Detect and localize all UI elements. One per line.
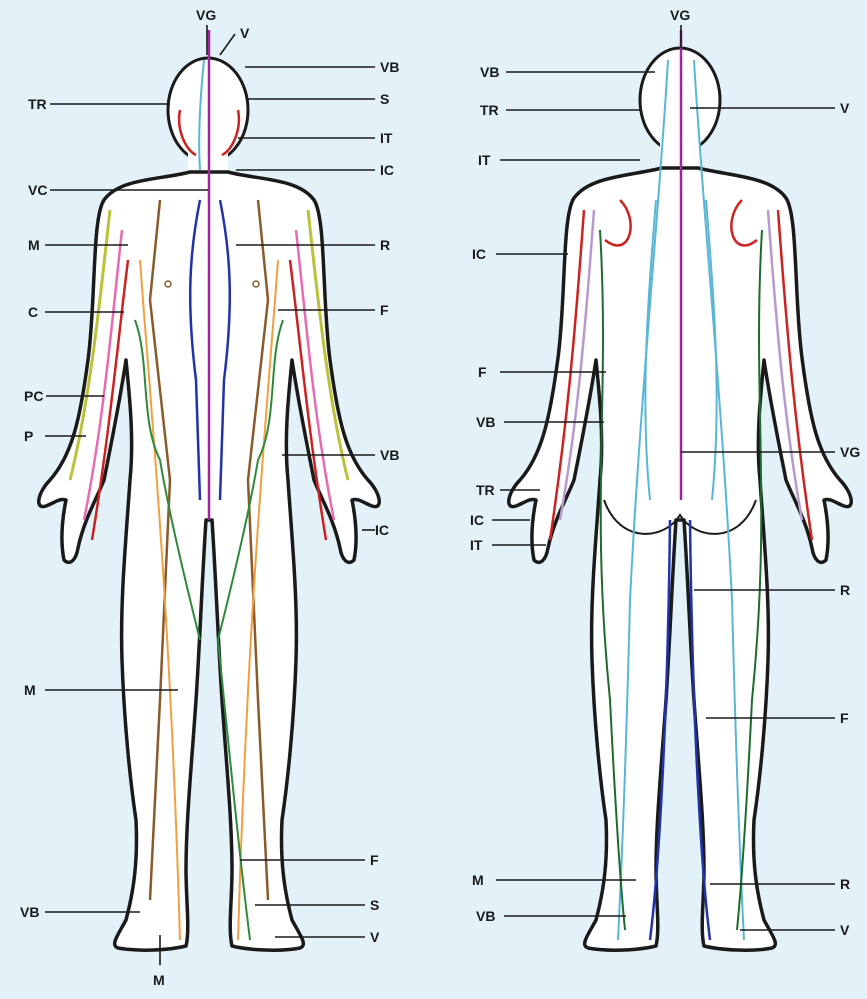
label-front-vg: VG: [196, 7, 216, 23]
label-back-v: V: [840, 100, 850, 116]
label-front-vb-3: VB: [20, 904, 39, 920]
label-front-ic: IC: [380, 162, 394, 178]
label-back-it: IT: [478, 152, 491, 168]
label-back-ic: IC: [472, 246, 486, 262]
label-front-r: R: [380, 237, 390, 253]
label-front-m-2: M: [24, 682, 36, 698]
label-front-m: M: [28, 237, 40, 253]
label-back-tr-2: TR: [476, 482, 495, 498]
label-back-r: R: [840, 582, 850, 598]
label-back-ic-2: IC: [470, 512, 484, 528]
label-front-v: V: [240, 25, 250, 41]
label-back-vg-2: VG: [840, 444, 860, 460]
label-back-f: F: [478, 364, 487, 380]
leader-front-v: [220, 34, 235, 55]
label-front-vb-2: VB: [380, 447, 399, 463]
label-back-f-2: F: [840, 710, 849, 726]
label-front-p: P: [24, 428, 33, 444]
label-back-m: M: [472, 872, 484, 888]
label-front-s: S: [380, 91, 389, 107]
label-back-vb-3: VB: [476, 908, 495, 924]
label-front-f: F: [380, 302, 389, 318]
label-back-it-2: IT: [470, 537, 483, 553]
label-back-vb: VB: [480, 64, 499, 80]
label-front-vb: VB: [380, 59, 399, 75]
label-front-vc: VC: [28, 182, 47, 198]
front-figure: [39, 30, 379, 950]
label-front-v-2: V: [370, 929, 380, 945]
label-front-c: C: [28, 304, 38, 320]
label-front-tr: TR: [28, 96, 47, 112]
label-back-tr: TR: [480, 102, 499, 118]
back-figure: [509, 30, 851, 950]
label-front-m-3: M: [153, 972, 165, 988]
label-back-vg: VG: [670, 7, 690, 23]
label-back-r-2: R: [840, 876, 850, 892]
label-front-it: IT: [380, 130, 393, 146]
label-front-ic-2: IC: [375, 522, 389, 538]
label-back-vb-2: VB: [476, 414, 495, 430]
label-back-v-2: V: [840, 922, 850, 938]
label-front-pc: PC: [24, 388, 43, 404]
label-front-s-2: S: [370, 897, 379, 913]
label-front-f-2: F: [370, 852, 379, 868]
